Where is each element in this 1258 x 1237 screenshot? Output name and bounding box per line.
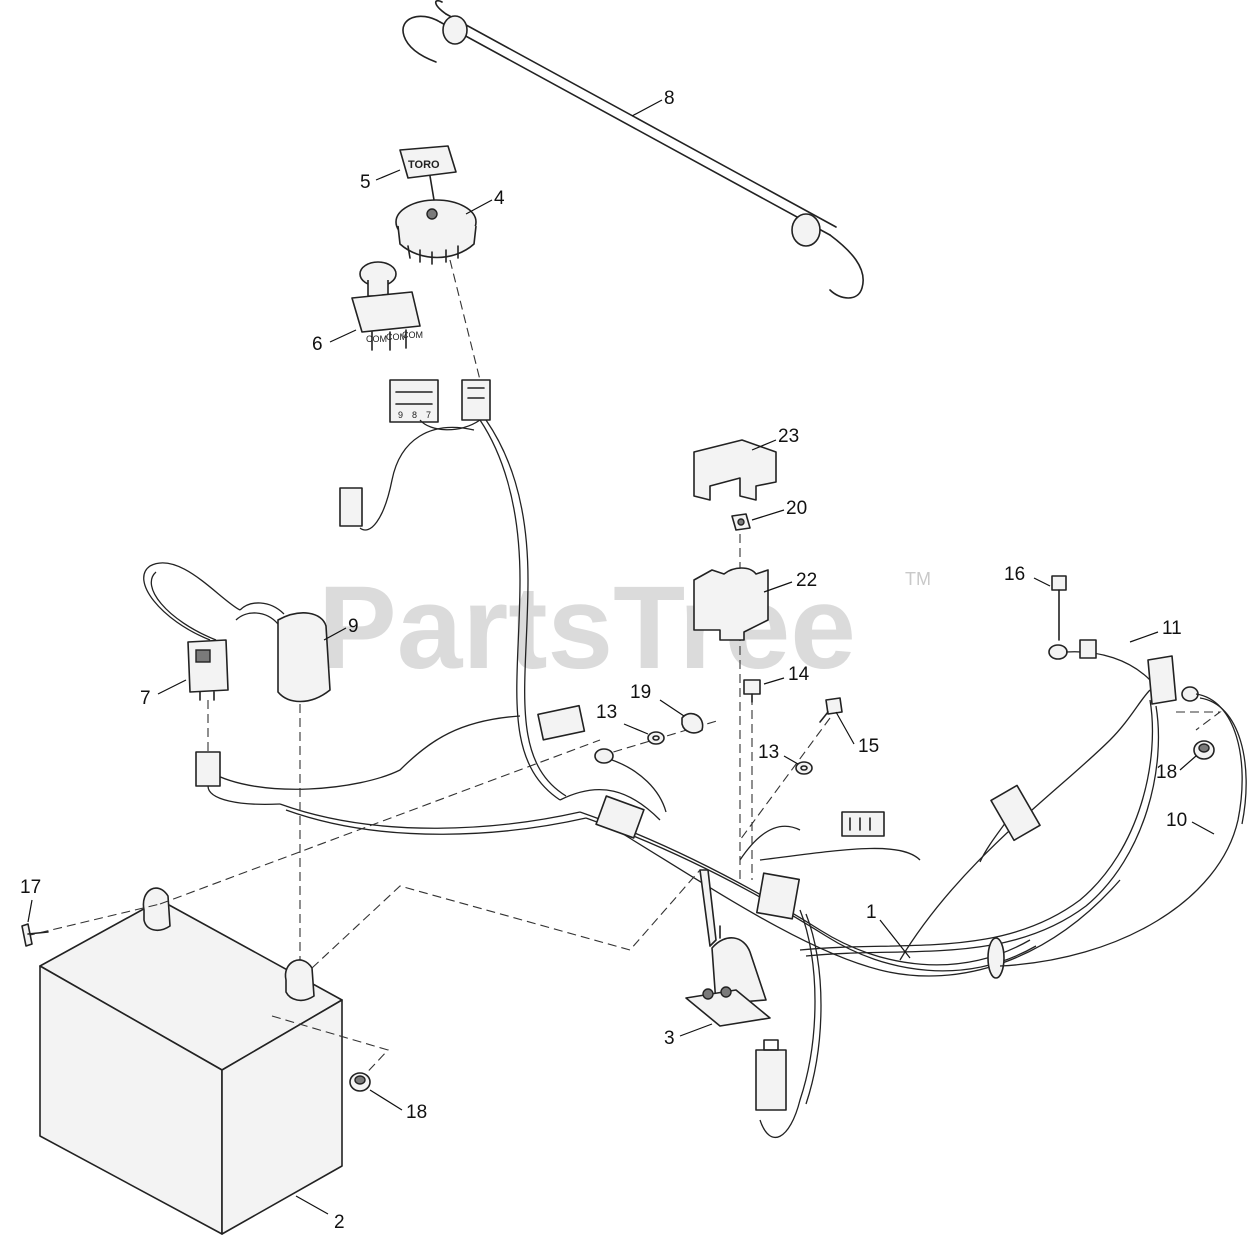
callout-4: 4 <box>494 188 505 209</box>
part-13-washer-right <box>795 761 813 775</box>
callout-13b: 13 <box>758 742 779 763</box>
callout-2: 2 <box>334 1212 345 1233</box>
part-14-bolt <box>743 679 761 703</box>
callout-22: 22 <box>796 570 817 591</box>
callout-13a: 13 <box>596 702 617 723</box>
callout-18b: 18 <box>1156 762 1177 783</box>
leader-6 <box>329 329 357 343</box>
harness-connector-center <box>595 795 645 839</box>
callout-7: 7 <box>140 688 151 709</box>
ignition-connector <box>461 379 491 421</box>
leader-9 <box>323 627 347 641</box>
callout-18a: 18 <box>406 1102 427 1123</box>
leader-10 <box>1191 821 1215 835</box>
interlock-switch <box>755 1049 787 1111</box>
part-7-relay <box>143 562 241 701</box>
leader-16 <box>1033 577 1051 587</box>
part-13-washer-left <box>647 731 665 745</box>
pto-terminal-com-3: COM <box>402 330 423 340</box>
leader-8 <box>631 99 663 117</box>
leader-18a <box>369 1089 403 1111</box>
pto-connector: 9 8 7 <box>389 379 439 423</box>
pin-7: 7 <box>426 410 431 420</box>
callout-17: 17 <box>20 877 41 898</box>
leader-15 <box>835 711 855 745</box>
callout-23: 23 <box>778 426 799 447</box>
pto-terminal-com-1: COM <box>366 334 387 344</box>
watermark-trademark: TM <box>905 569 931 589</box>
part-22-boot <box>693 567 769 641</box>
pin-8: 8 <box>412 410 417 420</box>
leader-7 <box>157 679 187 695</box>
loose-connector-left <box>339 487 363 527</box>
callout-19: 19 <box>630 682 651 703</box>
part-10-cable <box>999 686 1247 967</box>
part-9-terminal-boot <box>235 602 331 703</box>
part-6-pto-switch: COM COM COM <box>351 261 423 351</box>
leader-22 <box>763 581 793 593</box>
callout-6: 6 <box>312 334 323 355</box>
callout-3: 3 <box>664 1028 675 1049</box>
callout-15: 15 <box>858 736 879 757</box>
part-16-bolt <box>1051 575 1067 641</box>
leader-23 <box>751 439 777 451</box>
harness-connector-right <box>990 784 1041 842</box>
battery-cable-dash-1 <box>25 903 161 937</box>
pin-9: 9 <box>398 410 403 420</box>
leader-18b <box>1179 755 1197 771</box>
part-8-rod <box>402 0 864 299</box>
harness-connector-3 <box>756 872 800 920</box>
part-11-cable <box>1048 639 1177 705</box>
part-1-wire-harness <box>209 419 1160 1139</box>
pto-terminal-com-2: COM <box>386 332 407 342</box>
part-18-nut-right <box>1193 740 1215 760</box>
leader-14 <box>763 677 785 685</box>
leader-19 <box>659 699 685 717</box>
leader-5 <box>375 169 401 181</box>
callout-8: 8 <box>664 88 675 109</box>
battery-cable-dash-2 <box>159 739 601 905</box>
leader-2 <box>295 1195 329 1215</box>
part-3-solenoid <box>685 925 771 1027</box>
part-15-bolt <box>819 697 843 723</box>
leader-13b <box>783 755 799 765</box>
callout-16: 16 <box>1004 564 1025 585</box>
callout-14: 14 <box>788 664 810 685</box>
callout-11: 11 <box>1162 618 1182 639</box>
leader-17 <box>27 899 33 923</box>
relay-connector <box>195 751 281 806</box>
ring-terminal-center <box>594 748 667 813</box>
callout-1: 1 <box>866 902 877 923</box>
part-23-cover <box>693 439 777 501</box>
callout-5: 5 <box>360 172 371 193</box>
key-brand-text: TORO <box>408 159 440 171</box>
harness-connector-mid <box>537 704 586 741</box>
part-20-nut <box>731 513 751 531</box>
callout-20: 20 <box>786 498 807 519</box>
bolt-15-dash <box>739 717 831 841</box>
ignition-dash-line <box>449 259 481 381</box>
battery-cable-dash-3 <box>311 869 701 969</box>
leader-11 <box>1129 631 1159 643</box>
leader-1 <box>879 919 911 959</box>
callout-9: 9 <box>348 616 359 637</box>
connector-near-14 <box>841 811 885 837</box>
callout-10: 10 <box>1166 810 1187 831</box>
battery-nut-dash <box>271 1015 390 1081</box>
leader-3 <box>679 1023 713 1037</box>
terminal-18-dash <box>1176 711 1222 731</box>
watermark-text: PartsTree <box>318 562 856 694</box>
part-17-bolt <box>21 923 49 947</box>
part-4-ignition-switch <box>395 199 477 265</box>
part-19-clip <box>681 712 704 734</box>
leader-4 <box>465 199 493 215</box>
part-2-battery <box>39 887 343 1235</box>
part-18-nut-left <box>349 1072 371 1092</box>
leader-20 <box>751 509 785 521</box>
leader-13a <box>623 723 649 735</box>
